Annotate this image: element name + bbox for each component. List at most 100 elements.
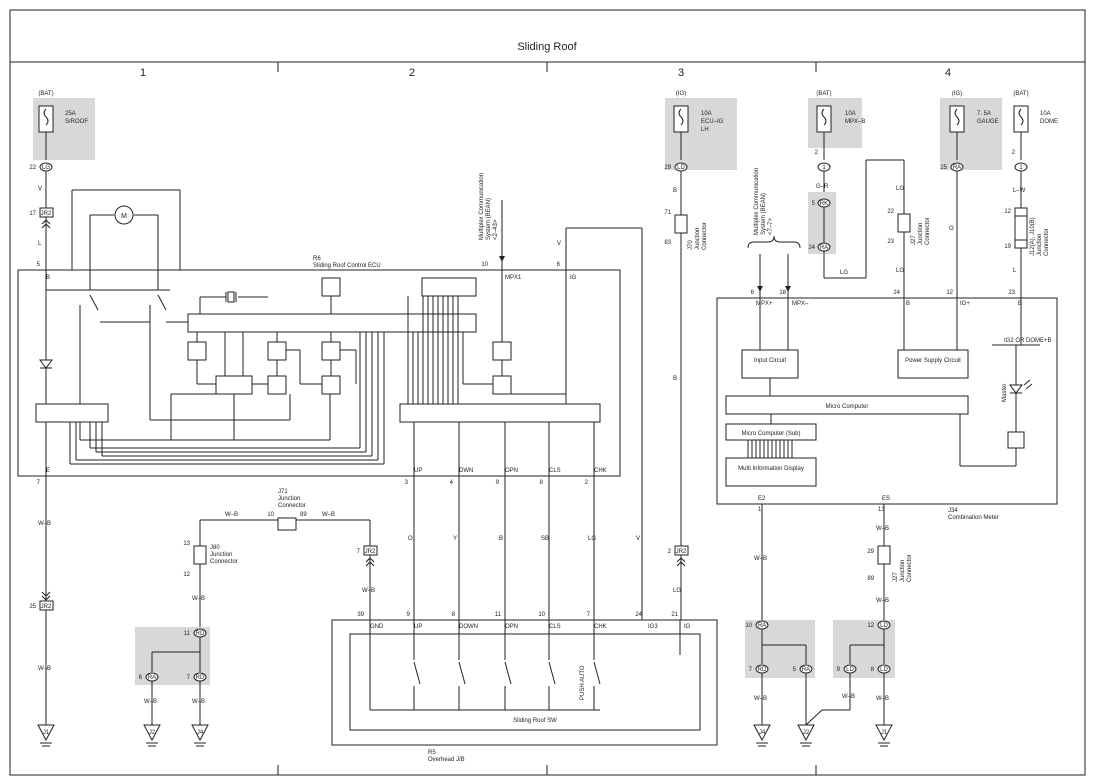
svg-text:LD: LD xyxy=(677,165,685,171)
svg-text:GAUGE: GAUGE xyxy=(977,119,999,125)
svg-text:W–B: W–B xyxy=(876,696,889,702)
svg-text:11: 11 xyxy=(184,631,191,637)
svg-text:System (BEAN): System (BEAN) xyxy=(486,198,492,240)
ground-j2-right: J2 xyxy=(797,724,815,747)
ground-j1-right: J1 xyxy=(875,724,893,747)
svg-text:O: O xyxy=(408,536,413,542)
diagram-title: Sliding Roof xyxy=(517,41,577,53)
svg-text:IG: IG xyxy=(570,275,577,281)
svg-text:W–B: W–B xyxy=(192,699,205,705)
junction-j12: 12 19 J12(A), J10(B) Junction Connector xyxy=(1004,207,1050,256)
svg-text:GND: GND xyxy=(370,624,384,630)
svg-text:11: 11 xyxy=(495,612,502,618)
svg-text:W–B: W–B xyxy=(842,694,855,700)
svg-text:System (BEAN): System (BEAN) xyxy=(761,193,767,235)
svg-text:E2: E2 xyxy=(758,496,766,502)
svg-text:5: 5 xyxy=(793,667,797,673)
svg-text:W–B: W–B xyxy=(144,699,157,705)
svg-text:1: 1 xyxy=(758,507,762,513)
fuse-gauge: (IG) 7. 5A GAUGE RA 25 xyxy=(940,91,1002,172)
motor-icon xyxy=(114,205,134,225)
svg-text:22: 22 xyxy=(29,165,36,171)
junction-j71: J71 Junction Connector 10 89 xyxy=(267,489,307,531)
svg-text:UP: UP xyxy=(414,624,422,630)
svg-text:RA: RA xyxy=(820,245,828,251)
svg-text:UP: UP xyxy=(414,468,422,474)
svg-text:13: 13 xyxy=(183,541,190,547)
svg-text:J80: J80 xyxy=(210,545,220,551)
svg-text:RA: RA xyxy=(953,165,961,171)
svg-text:8: 8 xyxy=(871,667,875,673)
svg-text:7. 5A: 7. 5A xyxy=(977,111,991,117)
svg-text:21: 21 xyxy=(671,612,678,618)
fuse-mpx-b: (BAT) 10A MPX–B 1 2 xyxy=(808,91,865,172)
svg-text:PUSH AUTO: PUSH AUTO xyxy=(580,665,586,700)
svg-text:W–B: W–B xyxy=(362,588,375,594)
svg-text:E: E xyxy=(46,468,50,474)
svg-text:LG: LG xyxy=(673,588,681,594)
svg-text:12: 12 xyxy=(183,572,190,578)
svg-text:(BAT): (BAT) xyxy=(38,91,53,97)
svg-text:OPN: OPN xyxy=(505,624,518,630)
svg-text:12: 12 xyxy=(946,290,953,296)
svg-text:RA: RA xyxy=(148,675,156,681)
junction-j27-top: 22 23 J27 Junction Connector xyxy=(887,209,931,245)
svg-text:IG: IG xyxy=(684,624,691,630)
svg-text:10A: 10A xyxy=(701,111,712,117)
svg-text:LD: LD xyxy=(880,667,888,673)
svg-text:10: 10 xyxy=(538,612,545,618)
svg-text:2: 2 xyxy=(585,480,589,486)
svg-text:Master: Master xyxy=(1002,384,1008,402)
svg-text:B: B xyxy=(673,188,677,194)
svg-text:9: 9 xyxy=(837,667,841,673)
svg-text:<7–7>: <7–7> xyxy=(768,217,774,235)
svg-text:24: 24 xyxy=(893,290,900,296)
svg-text:J70: J70 xyxy=(688,240,694,250)
junction-j27-bottom: 29 89 J27 Junction Connector xyxy=(867,545,913,582)
svg-text:R6: R6 xyxy=(313,256,321,262)
svg-text:(IG): (IG) xyxy=(676,91,686,97)
svg-text:V: V xyxy=(557,241,561,247)
svg-text:J4: J4 xyxy=(759,730,766,736)
svg-text:Overhead J/B: Overhead J/B xyxy=(428,757,465,763)
svg-text:18: 18 xyxy=(779,290,786,296)
svg-text:Multiplex Communication: Multiplex Communication xyxy=(479,173,485,240)
svg-text:V: V xyxy=(636,536,640,542)
svg-text:Junction: Junction xyxy=(278,496,300,502)
svg-text:RA: RA xyxy=(802,667,810,673)
svg-text:J27: J27 xyxy=(911,235,917,245)
svg-text:Connector: Connector xyxy=(210,559,238,565)
fuse-ecu-ig-lh: (IG) 10A ECU–IG LH LD 29 xyxy=(664,91,737,172)
svg-text:<2–43>: <2–43> xyxy=(493,219,499,240)
conn-jr2a: JR2 xyxy=(41,211,52,217)
svg-text:8: 8 xyxy=(540,480,544,486)
svg-text:2: 2 xyxy=(815,150,819,156)
svg-text:Junction: Junction xyxy=(900,560,906,582)
svg-text:25: 25 xyxy=(940,165,947,171)
svg-text:B: B xyxy=(673,376,677,382)
zone-label-4: 4 xyxy=(945,67,951,79)
svg-text:RK: RK xyxy=(820,201,828,207)
svg-text:DOWN: DOWN xyxy=(459,624,478,630)
zone-label-1: 1 xyxy=(140,67,146,79)
svg-text:Combination Meter: Combination Meter xyxy=(948,515,999,521)
wire-v-1: V xyxy=(38,186,42,192)
svg-text:J2: J2 xyxy=(149,730,156,736)
svg-text:25A: 25A xyxy=(65,111,76,117)
svg-text:O: O xyxy=(949,226,954,232)
svg-text:7: 7 xyxy=(357,549,361,555)
ground-j1-left: J1 xyxy=(37,724,55,747)
svg-text:2: 2 xyxy=(668,549,672,555)
svg-text:LD: LD xyxy=(880,623,888,629)
svg-text:12: 12 xyxy=(867,623,874,629)
svg-text:L: L xyxy=(1013,268,1017,274)
svg-text:M: M xyxy=(121,213,127,220)
svg-text:W–B: W–B xyxy=(876,526,889,532)
svg-text:DOME: DOME xyxy=(1040,119,1058,125)
svg-text:Connector: Connector xyxy=(925,217,931,245)
svg-text:2: 2 xyxy=(1012,150,1016,156)
sliding-roof-ecu: R6 Sliding Roof Control ECU B MPX1 IG E … xyxy=(17,189,621,477)
svg-text:R5: R5 xyxy=(428,750,436,756)
svg-text:7: 7 xyxy=(37,480,41,486)
fuse-sroof: (BAT) 25A S/ROOF LG 22 xyxy=(29,91,95,172)
